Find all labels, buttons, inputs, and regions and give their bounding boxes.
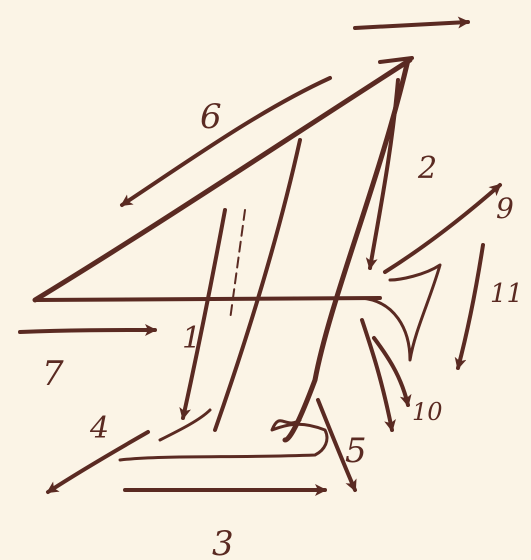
arrow-1 [183,210,225,418]
label-9: 9 [496,192,514,225]
a-main-diagonal [35,60,410,300]
label-10: 10 [412,398,443,426]
a-inner-dashed [230,210,245,320]
label-11: 11 [490,279,523,309]
arrow-top [355,22,468,28]
letter-a-outline [35,58,440,460]
label-3: 3 [212,524,234,560]
label-2: 2 [417,151,437,186]
a-left-stem [215,140,300,430]
arrow-7 [20,330,155,332]
label-4: 4 [89,411,109,446]
label-7: 7 [42,354,64,394]
arrow-11 [458,245,483,368]
label-6: 6 [200,97,222,137]
a-right-stem [285,60,408,440]
label-5: 5 [345,431,367,471]
label-1: 1 [182,321,201,356]
arrow-10 [362,320,392,430]
